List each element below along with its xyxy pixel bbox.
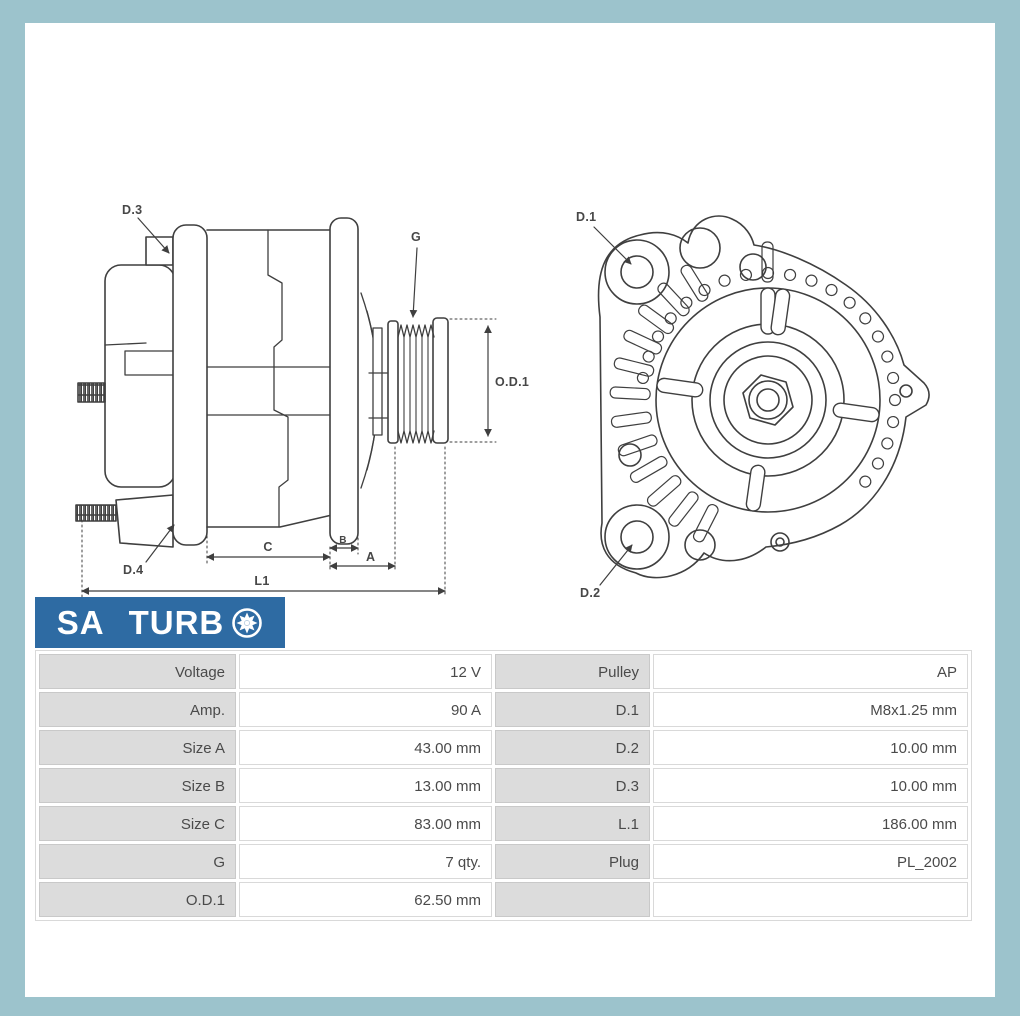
spec-label-size-c: Size C (39, 806, 236, 841)
leader-line-d3 (137, 217, 170, 254)
spec-value-size-b: 13.00 mm (239, 768, 492, 803)
dim-label-c: C (263, 540, 272, 554)
dim-label-d3: D.3 (122, 203, 142, 217)
dim-label-d4: D.4 (123, 563, 143, 577)
side-view-drawing: D.3 D.4 G O.D.1 C B A L1 (75, 203, 529, 598)
shaft-hex-nut (742, 374, 794, 426)
front-view-drawing: D.1 D.2 (576, 210, 930, 600)
leader-line-d1 (593, 226, 632, 265)
spec-value-d3: 10.00 mm (653, 768, 968, 803)
spec-label-d2: D.2 (495, 730, 650, 765)
spec-value-plug: PL_2002 (653, 844, 968, 879)
content-panel: D.3 D.4 G O.D.1 C B A L1 (25, 23, 995, 997)
dim-label-g: G (411, 230, 421, 244)
spec-table: Voltage 12 V Pulley AP Amp. 90 A D.1 M8x… (35, 650, 972, 921)
logo-text-sa: SA (56, 603, 105, 641)
leader-line-d4 (145, 524, 175, 563)
spec-label-size-b: Size B (39, 768, 236, 803)
spec-label-plug: Plug (495, 844, 650, 879)
turbo-fan-wheel-icon (232, 607, 263, 638)
spec-label-d3: D.3 (495, 768, 650, 803)
spec-value-size-a: 43.00 mm (239, 730, 492, 765)
leader-line-d2 (599, 544, 633, 586)
leader-line-g (409, 247, 418, 318)
spec-label-od1: O.D.1 (39, 882, 236, 917)
spec-label-l1: L.1 (495, 806, 650, 841)
dim-label-d2: D.2 (580, 586, 600, 600)
spec-label-empty (495, 882, 650, 917)
dim-label-b: B (339, 535, 347, 546)
spec-label-voltage: Voltage (39, 654, 236, 689)
mounting-hole-d2 (620, 520, 654, 554)
threaded-stud (77, 382, 106, 403)
spec-value-g: 7 qty. (239, 844, 492, 879)
spec-value-amp: 90 A (239, 692, 492, 727)
spec-value-l1: 186.00 mm (653, 806, 968, 841)
mounting-hole-d1 (620, 255, 654, 289)
dim-label-d1: D.1 (576, 210, 596, 224)
spec-value-empty (653, 882, 968, 917)
spec-value-pulley: AP (653, 654, 968, 689)
spec-value-d1: M8x1.25 mm (653, 692, 968, 727)
threaded-stud (75, 504, 117, 522)
spec-label-g: G (39, 844, 236, 879)
spec-value-od1: 62.50 mm (239, 882, 492, 917)
spec-value-d2: 10.00 mm (653, 730, 968, 765)
dim-label-od1: O.D.1 (495, 375, 529, 389)
spec-label-size-a: Size A (39, 730, 236, 765)
spec-value-voltage: 12 V (239, 654, 492, 689)
logo-text-turb: TURB (128, 603, 225, 641)
alternator-technical-drawing: D.3 D.4 G O.D.1 C B A L1 (75, 203, 930, 600)
spec-label-pulley: Pulley (495, 654, 650, 689)
spec-label-d1: D.1 (495, 692, 650, 727)
spec-value-size-c: 83.00 mm (239, 806, 492, 841)
dim-label-l1: L1 (254, 574, 269, 588)
sa-turbo-logo: SA TURB (35, 597, 285, 648)
spec-label-amp: Amp. (39, 692, 236, 727)
dim-label-a: A (366, 550, 375, 564)
